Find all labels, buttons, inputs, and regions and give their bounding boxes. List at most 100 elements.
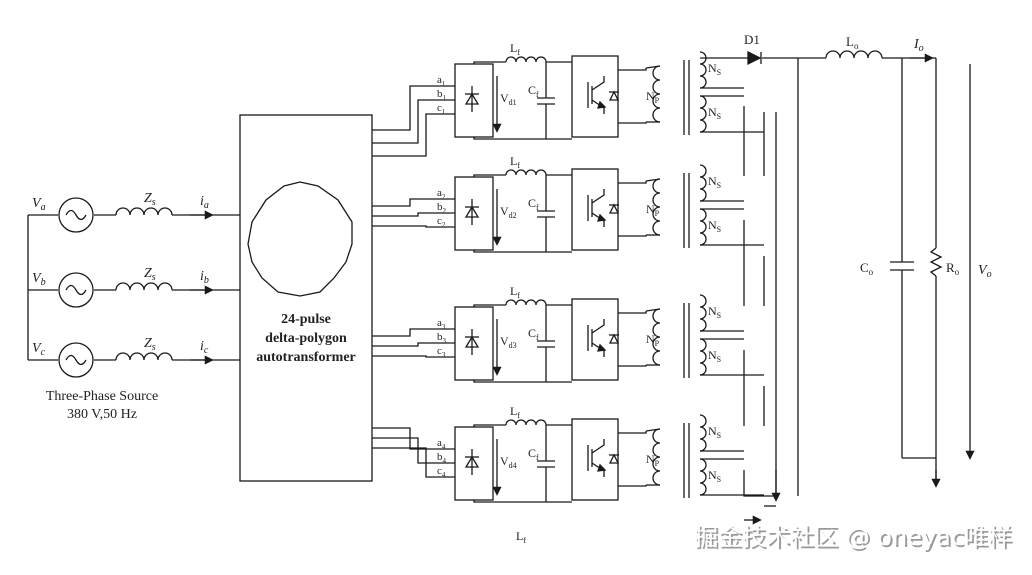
module-input-c-label: c3 [437, 345, 446, 359]
secondary-winding-label: NS [708, 468, 721, 484]
secondary-winding-label: NS [708, 218, 721, 234]
primary-winding-label: NP [646, 89, 660, 105]
rectifier-box [454, 426, 494, 501]
module-input-b-label: b4 [437, 451, 447, 465]
feeder-wire [372, 342, 455, 347]
rectifier-box [454, 306, 494, 381]
winding-coil [699, 95, 707, 133]
phase-impedance-label: Zs [144, 266, 156, 283]
bottom-filter-inductor-label: Lf [516, 529, 526, 545]
output-resistor [929, 247, 943, 277]
primary-winding-label: NP [646, 332, 660, 348]
autotransformer-line2: delta-polygon [265, 331, 347, 346]
igbt-collector [591, 76, 605, 91]
igbt-arrow [597, 213, 607, 222]
rectifier-box [454, 63, 494, 138]
filter-inductor-label: Lf [510, 154, 520, 170]
dc-bus-wire [473, 174, 506, 177]
winding-coil [699, 338, 707, 376]
phase-current-label: ic [200, 339, 209, 356]
inductor-coil [825, 50, 883, 59]
igbt-diode [608, 90, 620, 101]
dc-bus-wire [473, 61, 506, 64]
ac-source-wave [65, 284, 87, 296]
primary-wire [645, 65, 661, 69]
series-chain-wire [743, 470, 776, 497]
phase-voltage-label: Va [32, 196, 46, 213]
output-capacitor-label: Co [860, 260, 874, 277]
winding-coil [699, 164, 707, 202]
ac-source-circle [58, 272, 94, 308]
ac-source-wave [65, 209, 87, 221]
igbt-collector [591, 439, 605, 454]
filter-inductor-label: Lf [510, 41, 520, 57]
module-input-b-label: b2 [437, 201, 447, 215]
feeder-wire [372, 447, 455, 478]
ac-source-circle [58, 197, 94, 233]
filter-capacitor-label: Cf [528, 83, 539, 99]
output-current-label: Io [913, 37, 924, 54]
winding-coil [652, 308, 661, 366]
primary-wire [645, 178, 661, 182]
filter-capacitor-label: Cf [528, 446, 539, 462]
dc-bus-wire [473, 250, 572, 253]
inductor-coil [115, 207, 173, 216]
primary-wire [645, 428, 661, 432]
module-input-c-label: c2 [437, 215, 446, 229]
rectifier-box [454, 176, 494, 251]
feeder-wire [372, 212, 455, 217]
phase-current-label: ib [200, 269, 209, 286]
secondary-winding-label: NS [708, 424, 721, 440]
primary-wire [618, 68, 647, 71]
winding-coil [699, 414, 707, 452]
module-input-b-label: b1 [437, 88, 447, 102]
ac-source-circle [58, 342, 94, 378]
phase-voltage-label: Vb [32, 271, 46, 288]
dc-voltage-label: Vd3 [500, 334, 517, 350]
winding-coil [699, 294, 707, 332]
ac-source-wave [65, 354, 87, 366]
phase-voltage-label: Vc [32, 341, 46, 358]
inductor-coil [505, 56, 547, 63]
dc-bus-wire [473, 424, 506, 427]
dc-bus-wire [473, 380, 572, 383]
delta-polygon-shape [247, 181, 353, 297]
watermark: 掘金技术社区 @ oneyac唯样 [694, 523, 1012, 551]
feeder-wire [372, 225, 455, 228]
feeder-wire [372, 99, 455, 144]
primary-wire [618, 365, 647, 367]
igbt-collector [591, 189, 605, 204]
filter-inductor-label: Lf [510, 404, 520, 420]
igbt-emitter [591, 342, 605, 357]
module-input-b-label: b3 [437, 331, 447, 345]
feeder-wire [372, 85, 455, 131]
primary-wire [618, 485, 647, 487]
module-input-a-label: a4 [437, 437, 446, 451]
secondary-winding-label: NS [708, 105, 721, 121]
feeder-wire [372, 198, 455, 207]
feeder-wire [372, 437, 455, 464]
source-caption-line2: 380 V,50 Hz [67, 407, 137, 422]
igbt-diode [608, 203, 620, 214]
module-input-a-label: a1 [437, 74, 446, 88]
autotransformer-box [239, 114, 373, 482]
secondary-winding-label: NS [708, 304, 721, 320]
output-resistor-label: Ro [946, 260, 960, 277]
phase-impedance-label: Zs [144, 336, 156, 353]
output-diode [747, 50, 762, 66]
feeder-wire [372, 355, 455, 358]
dc-bus-wire [473, 500, 572, 503]
phase-impedance-label: Zs [144, 191, 156, 208]
autotransformer-line3: autotransformer [256, 350, 356, 365]
secondary-winding-label: NS [708, 61, 721, 77]
primary-winding-label: NP [646, 452, 660, 468]
module-input-c-label: c1 [437, 102, 446, 116]
filter-capacitor-label: Cf [528, 326, 539, 342]
output-inductor-label: Lo [846, 34, 859, 51]
igbt-diode [608, 453, 620, 464]
inverter-box [571, 55, 619, 138]
primary-wire [618, 311, 647, 314]
winding-coil [652, 178, 661, 236]
winding-coil [652, 65, 661, 123]
